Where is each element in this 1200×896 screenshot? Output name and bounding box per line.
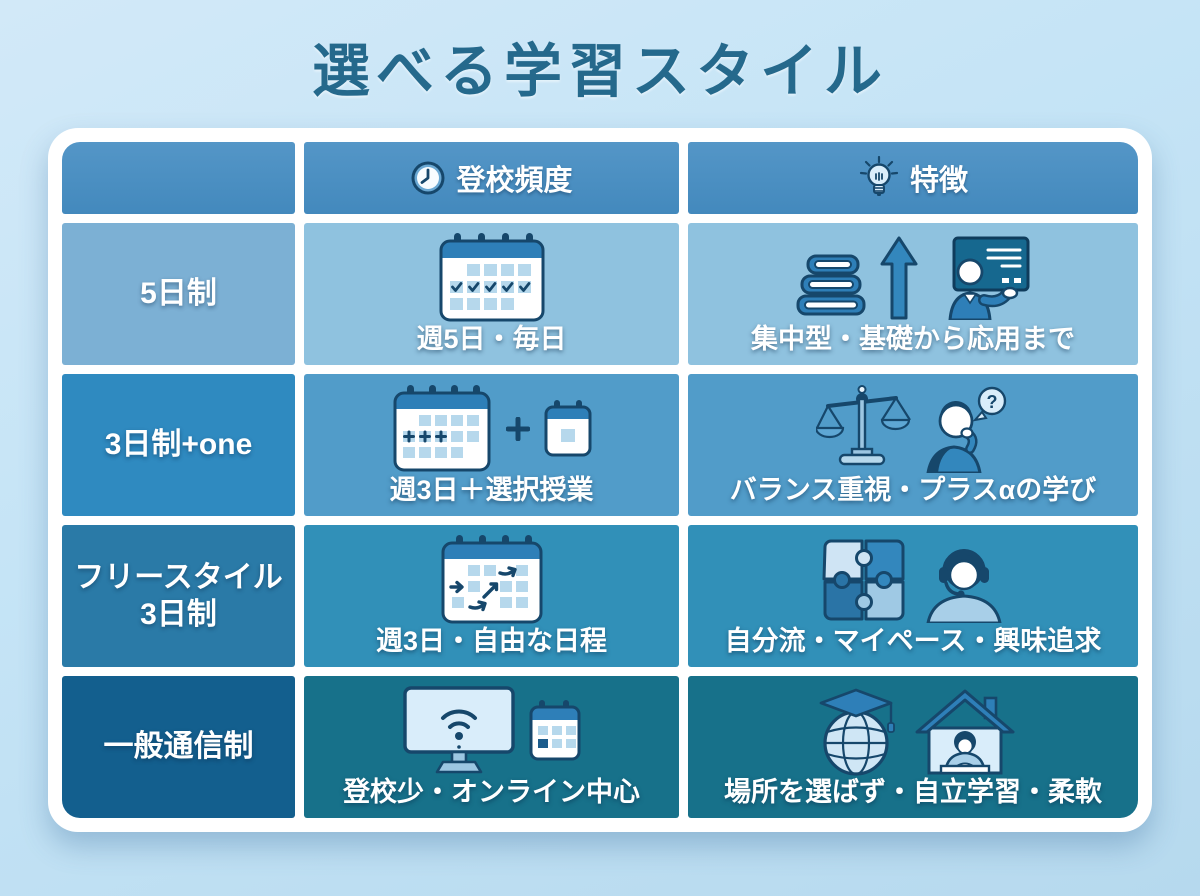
cell-freestyle-frequency: 週3日・自由な日程 (304, 525, 679, 667)
home-study-icon (915, 689, 1015, 775)
header-features-label: 特徴 (909, 165, 968, 197)
icon-zone (440, 533, 544, 627)
globe-graduation-icon (819, 688, 895, 776)
calendar-arrows-icon (441, 535, 542, 624)
cell-3day-one-features: ? バランス重視・プラスαの学び (688, 374, 1138, 516)
icon-zone (437, 231, 547, 325)
cell-caption: 集中型・基礎から応用まで (751, 324, 1075, 355)
calendar-week-checked-icon (439, 233, 544, 322)
teacher-whiteboard-icon (948, 236, 1030, 321)
cell-5day-features: 集中型・基礎から応用まで (688, 223, 1138, 365)
header-features-cell: 特徴 (688, 142, 1138, 214)
cell-caption: 場所を選ばず・自立学習・柔軟 (724, 777, 1102, 808)
cell-caption: 登校少・オンライン中心 (343, 777, 640, 808)
row-label-freestyle-3day: フリースタイル 3日制 (62, 525, 295, 667)
thinking-person-icon: ? (926, 386, 1007, 474)
plus-icon (505, 417, 530, 442)
monitor-wifi-icon (402, 686, 515, 774)
cell-caption: 週5日・毎日 (416, 324, 567, 355)
arrow-up-icon (880, 236, 918, 320)
book-stack-icon (796, 254, 866, 316)
icon-zone (811, 684, 1015, 778)
icon-zone (392, 382, 592, 476)
mini-calendar-grid-icon (529, 700, 580, 761)
cell-caption: 自分流・マイペース・興味追求 (724, 626, 1102, 657)
puzzle-icon (822, 539, 905, 621)
icon-zone (402, 684, 581, 778)
cell-caption: 週3日・自由な日程 (375, 626, 608, 657)
learning-style-table: 登校頻度 特徴 5日制 (48, 128, 1152, 832)
cell-freestyle-features: 自分流・マイペース・興味追求 (688, 525, 1138, 667)
row-label-3day-one: 3日制+one (62, 374, 295, 516)
row-label-correspondence: 一般通信制 (62, 676, 295, 818)
svg-text:?: ? (987, 392, 998, 412)
clock-icon (411, 161, 445, 195)
cell-caption: バランス重視・プラスαの学び (729, 475, 1097, 506)
mini-calendar-icon (544, 400, 591, 457)
cell-3day-one-frequency: 週3日＋選択授業 (304, 374, 679, 516)
header-frequency-cell: 登校頻度 (304, 142, 679, 214)
icon-zone (796, 231, 1030, 325)
cell-correspondence-frequency: 登校少・オンライン中心 (304, 676, 679, 818)
icon-zone: ? (816, 382, 1010, 476)
icon-zone (820, 533, 1006, 627)
row-label-5day: 5日制 (62, 223, 295, 365)
header-corner-cell (62, 142, 295, 214)
cell-caption: 週3日＋選択授業 (389, 475, 594, 506)
page-title: 選べる学習スタイル (311, 39, 888, 104)
balance-scale-icon (816, 385, 911, 466)
lightbulb-icon (859, 156, 899, 196)
calendar-plus-icon (393, 385, 490, 472)
header-frequency-label: 登校頻度 (456, 165, 573, 197)
cell-5day-frequency: 週5日・毎日 (304, 223, 679, 365)
table-grid: 登校頻度 特徴 5日制 (62, 142, 1138, 818)
cell-correspondence-features: 場所を選ばず・自立学習・柔軟 (688, 676, 1138, 818)
headset-person-icon (926, 549, 1002, 624)
